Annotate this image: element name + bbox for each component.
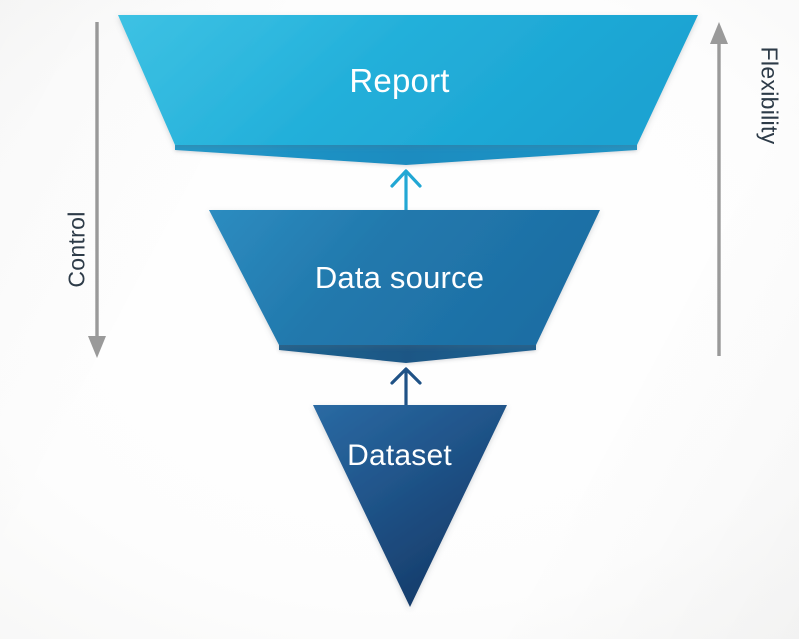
flexibility-arrowhead-up [710,22,728,44]
funnel-stage-data-source[interactable] [209,210,600,363]
axis-flexibility [710,22,728,356]
data-source-shape-ribbon [279,345,536,363]
axis-label-flexibility: Flexibility [756,46,783,145]
connector-data-source-to-report [390,169,422,212]
connector-dataset-to-data-source [390,367,422,406]
funnel-stage-report[interactable] [118,15,698,165]
report-shape-ribbon [175,145,637,165]
dataset-shape-body [313,405,507,607]
data-source-shape-body [209,210,600,345]
funnel-stage-dataset[interactable] [313,405,507,607]
control-arrowhead-down [88,336,106,358]
axis-control [88,22,106,358]
report-shape-body [118,15,698,145]
axis-label-control: Control [63,211,90,288]
